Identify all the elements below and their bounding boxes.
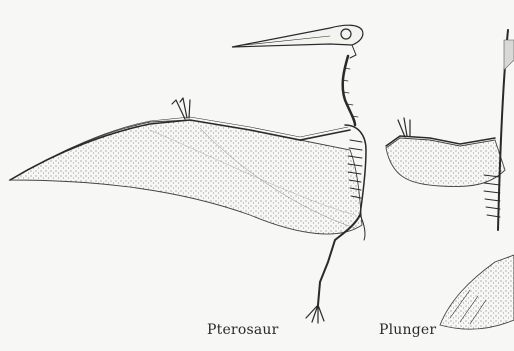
plunger-wing-membrane [386, 138, 505, 187]
pterosaur-foot [306, 305, 324, 323]
plunger-lower-fin [440, 255, 514, 329]
pterosaur-neck [343, 56, 355, 125]
plunger-illustration [386, 30, 514, 329]
caption-pterosaur: Pterosaur [207, 322, 279, 338]
pterosaur-illustration [10, 25, 366, 323]
caption-plunger: Plunger [379, 322, 436, 338]
pterosaur-skull [232, 25, 363, 47]
pterosaur-wing-claws [172, 98, 190, 119]
pterosaur-wing-membrane [10, 120, 362, 234]
plunger-wing-claws [398, 118, 410, 137]
